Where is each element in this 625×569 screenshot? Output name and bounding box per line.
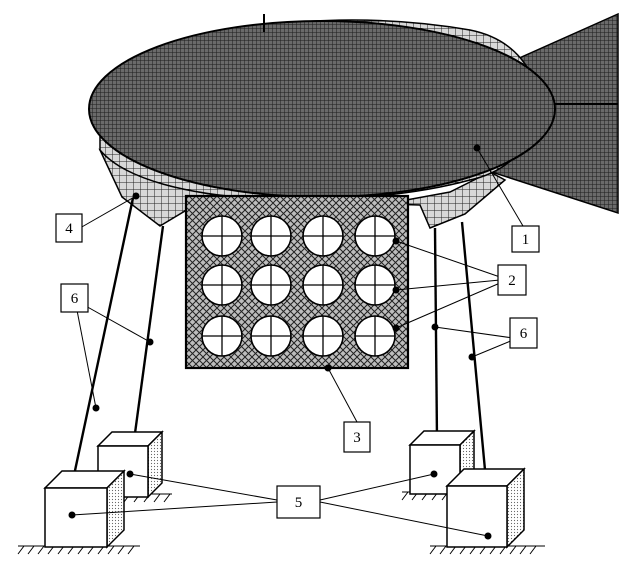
callout-2: 2 — [497, 264, 527, 296]
callout-3: 3 — [343, 421, 371, 453]
callout-3-label: 3 — [353, 430, 361, 446]
circle-element-2-1 — [201, 264, 243, 306]
mooring-cables — [71, 197, 487, 481]
circle-element-2-3 — [302, 264, 344, 306]
callout-2-label: 2 — [508, 273, 516, 289]
callout-6-right-label: 6 — [520, 326, 528, 342]
callout-1-label: 1 — [522, 232, 530, 248]
callout-4: 4 — [55, 213, 83, 243]
anchor-block-left-front — [43, 469, 126, 549]
cable-left-outer — [71, 197, 135, 481]
circle-element-1-4 — [354, 215, 396, 257]
callout-6-left-label: 6 — [71, 291, 79, 307]
cable-right-outer — [460, 221, 487, 471]
cable-right-inner — [433, 227, 439, 441]
circle-element-1-2 — [250, 215, 292, 257]
anchor-block-right-front — [445, 467, 526, 549]
circle-grid — [201, 215, 396, 357]
callout-1: 1 — [511, 225, 540, 253]
callout-4-label: 4 — [65, 221, 73, 237]
cable-left-inner — [131, 225, 165, 449]
circle-element-3-3 — [302, 315, 344, 357]
callout-5-label: 5 — [295, 495, 303, 511]
circle-element-1-3 — [302, 215, 344, 257]
leader-lines — [68, 144, 524, 540]
circle-element-3-2 — [250, 315, 292, 357]
circle-element-2-4 — [354, 264, 396, 306]
circle-element-1-1 — [201, 215, 243, 257]
callout-6-right: 6 — [509, 317, 538, 349]
circle-element-2-2 — [250, 264, 292, 306]
circle-element-3-1 — [201, 315, 243, 357]
callout-5: 5 — [276, 485, 321, 519]
circle-element-3-4 — [354, 315, 396, 357]
callout-6-left: 6 — [60, 283, 89, 313]
airship-hull — [88, 14, 556, 201]
